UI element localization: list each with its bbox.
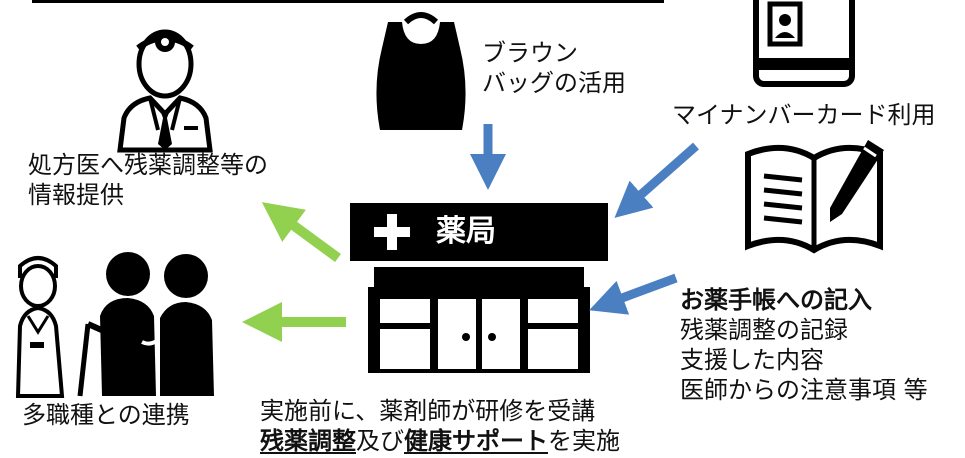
id-card-icon: [753, 0, 855, 87]
notebook-text: お薬手帳への記入 残薬調整の記録 支援した内容 医師からの注意事項 等: [680, 285, 928, 405]
pharmacy-sign: [350, 203, 608, 261]
footer-emphasis-health: 健康サポート: [404, 427, 548, 455]
doctor-text: 処方医へ残薬調整等の 情報提供: [28, 150, 268, 210]
pharmacy-sign-text: 薬局: [436, 214, 496, 249]
arrow-card-to-pharmacy: [614, 142, 699, 218]
bag-text: ブラウン バッグの活用: [482, 38, 626, 98]
footer-conjunction: 及び: [356, 427, 404, 455]
card-text: マイナンバーカード利用: [672, 101, 936, 129]
bag-text-line2: バッグの活用: [482, 69, 626, 97]
notebook-item: 医師からの注意事項 等: [680, 376, 928, 404]
doctor-text-line1: 処方医へ残薬調整等の: [28, 151, 268, 179]
notebook-pen-icon: [745, 140, 884, 254]
shopping-bag-icon: [376, 12, 466, 130]
doctor-icon: [117, 29, 213, 153]
footer-line2: 残薬調整及び健康サポートを実施: [260, 426, 620, 456]
arrow-notebook-to-pharmacy: [589, 273, 678, 315]
pharmacy-building: 薬局: [350, 203, 608, 373]
footer-tail: を実施: [548, 427, 620, 455]
top-divider: [32, 0, 664, 3]
care-team-icon: [15, 252, 214, 398]
bag-text-line1: ブラウン: [482, 39, 578, 67]
notebook-title: お薬手帳への記入: [680, 286, 872, 314]
notebook-item: 残薬調整の記録: [680, 316, 848, 344]
footer-emphasis-residual: 残薬調整: [260, 427, 356, 455]
team-text: 多職種との連携: [22, 401, 190, 429]
doctor-text-line2: 情報提供: [28, 181, 124, 209]
store-front-icon: [368, 267, 590, 373]
arrow-pharmacy-to-doctor: [261, 202, 341, 263]
notebook-item: 支援した内容: [680, 346, 824, 374]
footer-line1: 実施前に、薬剤師が研修を受講: [260, 397, 596, 425]
